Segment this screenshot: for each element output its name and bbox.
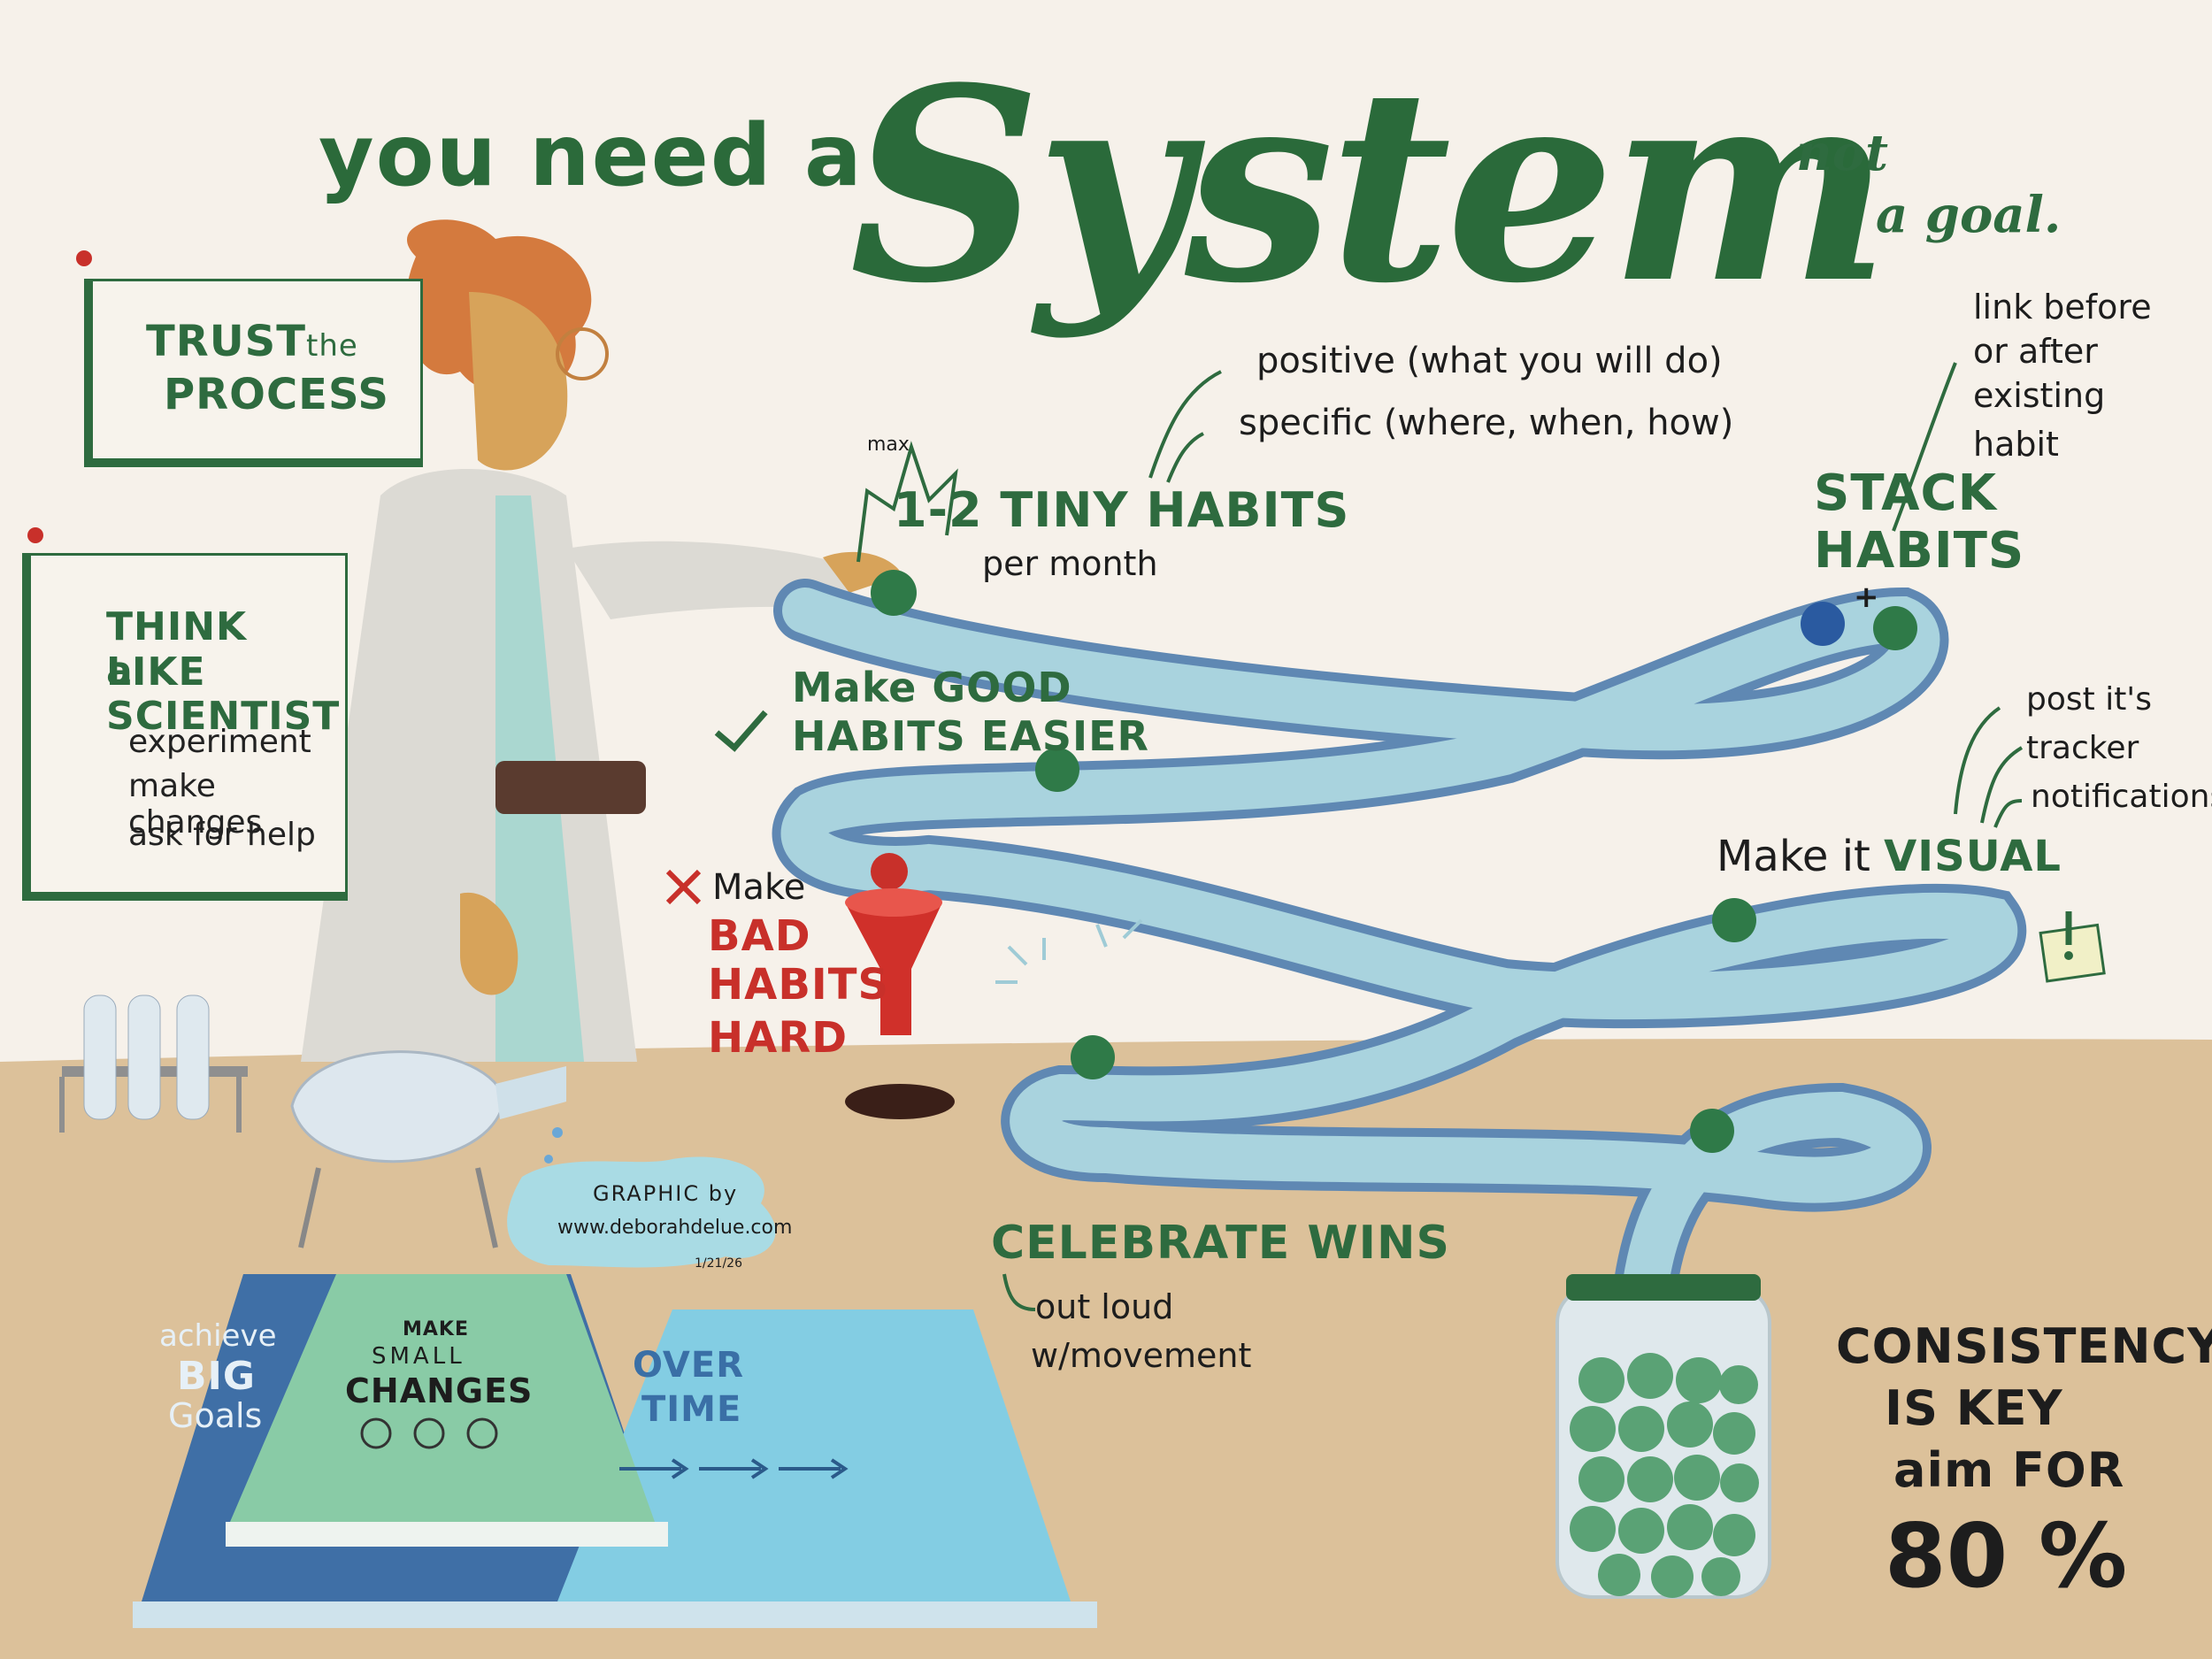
x-icon [665,869,702,905]
scientist-item: ask for help [128,817,316,853]
book3-line2: TIME [641,1389,742,1430]
visual-label: Make it VISUAL [1717,832,2062,881]
marble-jar [1555,1274,1771,1599]
book2-line1: MAKE [403,1318,469,1340]
pin-icon [76,250,92,266]
marble [871,853,908,890]
book2-line3: CHANGES [345,1371,534,1410]
sticky-note-icon [2039,911,2106,983]
stack-habits-line1: STACK [1814,465,1998,522]
trust-the-label: the [306,328,358,364]
stack-note: existing [1973,376,2106,415]
trust-process-panel: TRUSTthe PROCESS [84,279,423,467]
book2-line2: SMALL [372,1343,465,1370]
red-funnel [845,888,942,1035]
scientist-panel: THINK LIKE a SCIENTIST experiment make c… [22,553,348,901]
bad-habit-hole [845,1084,955,1119]
marble [871,570,917,616]
check-icon [714,710,768,752]
consistency-line: IS KEY [1885,1380,2063,1436]
pin-icon [27,527,43,543]
book1-line2: BIG [177,1354,257,1399]
book1-line3: Goals [168,1396,263,1435]
marble [1690,1109,1734,1153]
strainer [290,1050,566,1248]
test-tubes [59,995,248,1133]
credit-line1: GRAPHIC by [593,1181,739,1206]
tiny-habits-note: specific (where, when, how) [1239,403,1734,443]
celebrate-main: CELEBRATE WINS [991,1217,1450,1270]
consistency-percent: 80 % [1885,1504,2128,1608]
scientist-item: make changes [128,768,263,841]
title-prefix: you need a [319,106,864,205]
bad-habits-make: Make [712,867,806,908]
stack-note: habit [1973,425,2059,464]
tiny-habits-main: 1-2 TINY HABITS [894,482,1350,538]
marble [1071,1035,1115,1079]
tiny-habits-note: positive (what you will do) [1256,341,1723,381]
stack-note: or after [1973,332,2098,371]
stack-habits-line2: HABITS [1814,522,2025,580]
marbles [871,570,1917,1153]
celebrate-item: w/movement [1031,1336,1252,1375]
celebration-sparkles [995,918,1143,984]
credit-date: 1/21/26 [695,1256,742,1271]
marble [1035,748,1079,792]
credit-line2: www.deborahdelue.com [557,1217,793,1239]
book-stack [133,1274,1097,1628]
credit-puddle [507,1156,776,1268]
marble [1712,898,1756,942]
bad-habits-line: HABITS [708,960,890,1010]
visual-item: notifications [2031,779,2212,815]
book3-line1: OVER [633,1345,745,1386]
visual-prefix: Make it [1717,832,1870,881]
celebrate-item: out loud [1035,1287,1174,1326]
scientist-figure [301,219,902,1062]
title-suffix-line1: not [1796,124,1888,182]
consistency-line: CONSISTENCY [1836,1318,2212,1374]
title-suffix-line2: a goal. [1876,186,2062,244]
scientist-item: experiment [128,724,311,760]
book1-line1: achieve [159,1318,277,1354]
visual-item: tracker [2026,730,2139,766]
marble [1873,606,1917,650]
visual-item: post it's [2026,681,2152,718]
tiny-habits-max: max [867,434,910,456]
bad-habits-line: BAD [708,911,811,961]
trust-label: TRUST [146,317,306,366]
consistency-line: aim FOR [1893,1442,2125,1498]
bad-habits-line: HARD [708,1013,849,1063]
process-label: PROCESS [164,370,389,419]
tiny-habits-sub: per month [982,544,1158,583]
scientist-heading-line2: a SCIENTIST [106,649,341,739]
stack-note: link before [1973,288,2152,326]
burst-icon [856,441,958,563]
good-habits-line1: Make GOOD [792,664,1072,711]
stack-plus: + [1854,580,1879,615]
marble [1801,602,1845,646]
title-main: System [849,29,1891,342]
good-habits-line2: HABITS EASIER [792,712,1149,760]
visual-word: VISUAL [1884,832,2062,881]
scientist-heading-line1: THINK LIKE [106,604,248,695]
